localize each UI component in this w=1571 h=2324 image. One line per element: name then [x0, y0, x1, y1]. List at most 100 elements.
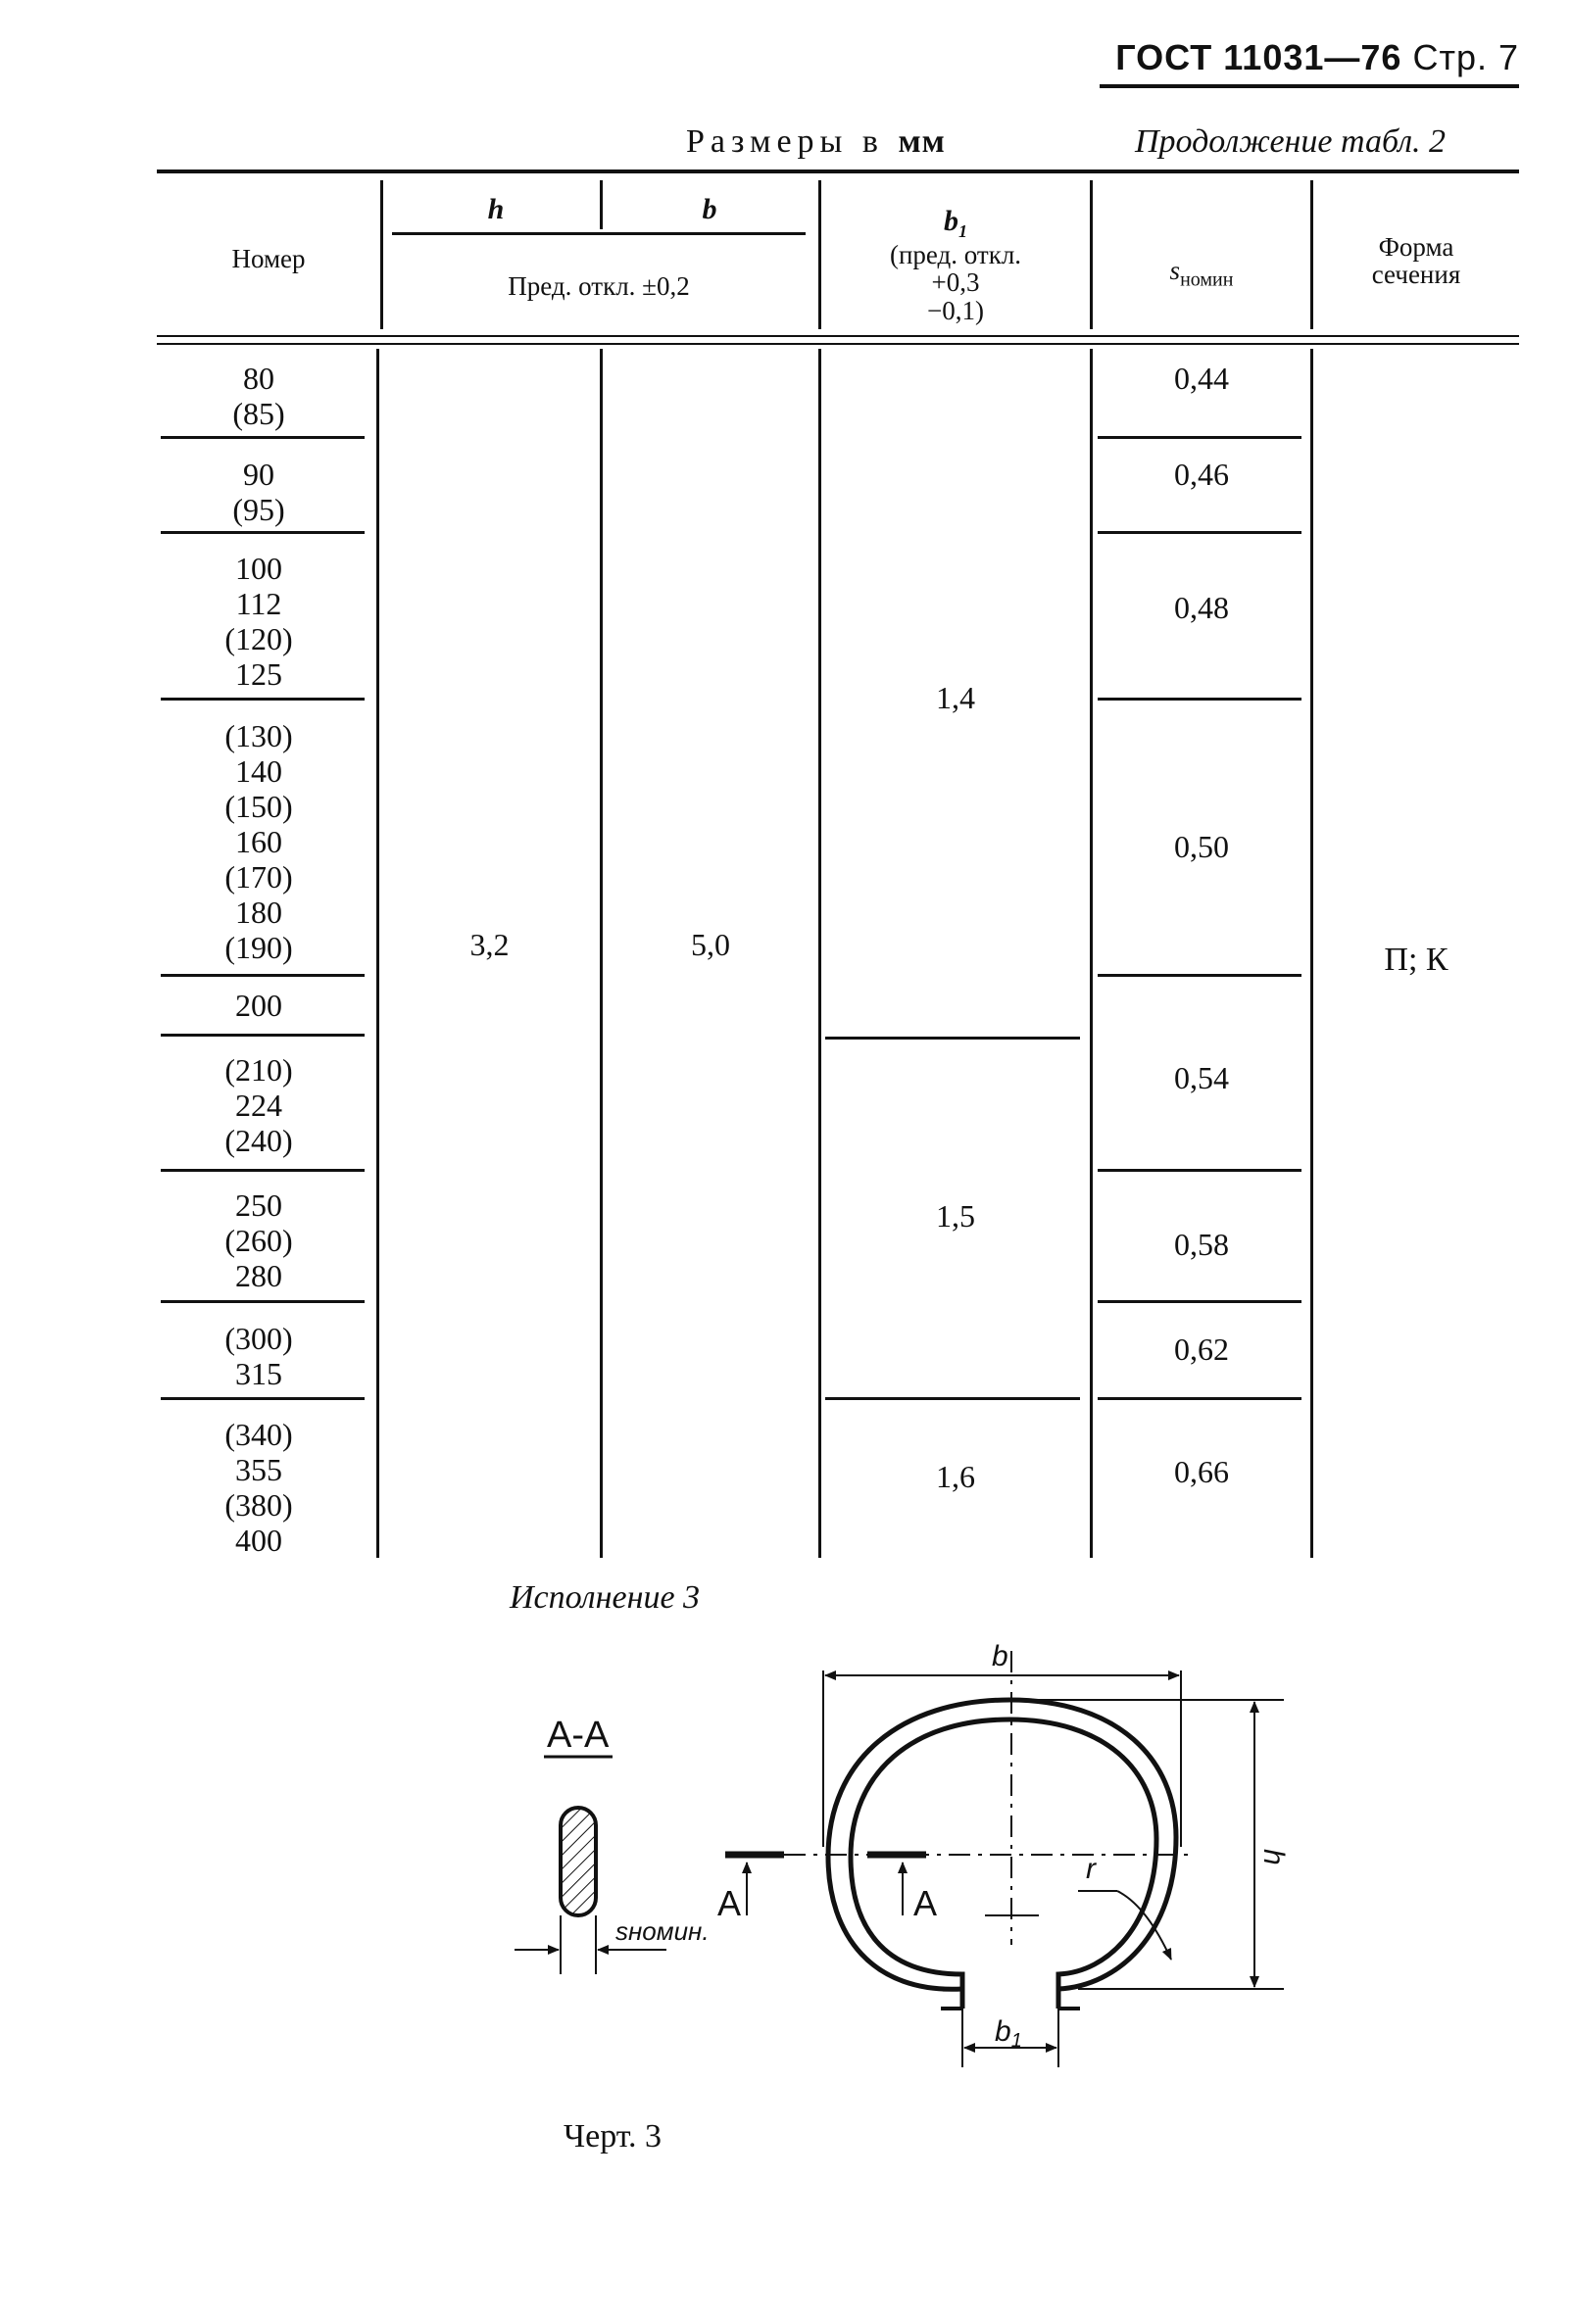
s-nominal-label: sномин.	[615, 1916, 710, 1946]
number-cell: (120)	[224, 621, 293, 656]
b1-sep-1	[825, 1037, 1080, 1040]
col-b1-symbol: b	[944, 205, 958, 237]
number-group-5: 200	[157, 988, 361, 1023]
ring-outer	[825, 1697, 1179, 2009]
header-rule	[1100, 84, 1519, 88]
body-vline-4	[1090, 349, 1093, 1558]
hdr-vline-1	[380, 180, 383, 329]
figure-caption: Черт. 3	[564, 2118, 663, 2155]
num-sep-6	[161, 1169, 365, 1172]
number-group-3: 100 112 (120) 125	[157, 551, 361, 692]
s-value-3: 0,48	[1174, 590, 1229, 625]
b-value: 5,0	[691, 927, 730, 962]
section-shape	[559, 1806, 598, 1917]
s-value-1: 0,44	[1174, 361, 1229, 396]
continuation-note: Продолжение табл. 2	[1135, 123, 1447, 160]
s-value-4: 0,50	[1174, 829, 1229, 864]
s-value-7: 0,62	[1174, 1331, 1229, 1367]
number-cell: (85)	[232, 396, 285, 431]
number-cell: 250	[235, 1187, 282, 1223]
number-cell: (300)	[224, 1321, 293, 1356]
section-drawing: А-А sномин. А А b h r b1	[515, 1640, 1290, 2067]
col-s-header: sномин	[1093, 257, 1310, 290]
number-cell: 315	[235, 1356, 282, 1391]
col-b1-sub: 1	[958, 221, 967, 241]
number-group-1: 80 (85)	[157, 361, 361, 431]
number-cell: (170)	[224, 859, 293, 895]
s-sep-2	[1098, 531, 1301, 534]
sizes-unit: мм	[898, 123, 946, 160]
s-sep-1	[1098, 436, 1301, 439]
hdr-vline-5	[1310, 180, 1313, 329]
body-vline-5	[1310, 349, 1313, 1558]
num-sep-5	[161, 1034, 365, 1037]
col-b1-tol-2: +0,3	[931, 267, 980, 298]
number-cell: (380)	[224, 1487, 293, 1523]
number-group-4: (130) 140 (150) 160 (170) 180 (190)	[157, 718, 361, 965]
s-sep-3	[1098, 698, 1301, 701]
col-b1-header: b1 (пред. откл. +0,3 −0,1)	[821, 206, 1090, 324]
hdr-vline-2	[600, 180, 603, 229]
s-sep-5	[1098, 1169, 1301, 1172]
number-cell: 160	[235, 824, 282, 859]
number-group-7: 250 (260) 280	[157, 1187, 361, 1293]
col-s-symbol: s	[1169, 256, 1181, 285]
b1-value-3: 1,6	[936, 1459, 975, 1494]
number-cell: 125	[235, 656, 282, 692]
number-cell: (130)	[224, 718, 293, 753]
cut-label-left: А	[717, 1883, 741, 1923]
number-cell: 400	[235, 1523, 282, 1558]
s-sep-4	[1098, 974, 1301, 977]
page-number: Стр. 7	[1412, 37, 1519, 77]
number-cell: 355	[235, 1452, 282, 1487]
number-cell: (240)	[224, 1123, 293, 1158]
b1-value-1: 1,4	[936, 680, 975, 715]
num-sep-8	[161, 1397, 365, 1400]
number-cell: (260)	[224, 1223, 293, 1258]
table-top-rule	[157, 169, 1519, 173]
header-rule-1	[157, 335, 1519, 337]
dim-h-label: h	[1257, 1849, 1290, 1865]
s-value-8: 0,66	[1174, 1454, 1229, 1489]
number-cell: 280	[235, 1258, 282, 1293]
number-cell: (150)	[224, 789, 293, 824]
number-cell: 90	[243, 457, 274, 492]
number-cell: 100	[235, 551, 282, 586]
s-value-5: 0,54	[1174, 1060, 1229, 1095]
dim-b1-label: b1	[995, 2015, 1022, 2052]
b1-value-2: 1,5	[936, 1198, 975, 1234]
number-cell: (340)	[224, 1417, 293, 1452]
h-value: 3,2	[469, 927, 510, 962]
number-group-9: (340) 355 (380) 400	[157, 1417, 361, 1558]
number-cell: 112	[235, 586, 282, 621]
body-vline-3	[818, 349, 821, 1558]
dim-r-label: r	[1086, 1853, 1097, 1885]
number-cell: 224	[235, 1088, 282, 1123]
num-sep-4	[161, 974, 365, 977]
hdr-vline-3	[818, 180, 821, 329]
col-form-line-1: Форма	[1378, 232, 1454, 262]
s-value-6: 0,58	[1174, 1227, 1229, 1262]
number-group-6: (210) 224 (240)	[157, 1052, 361, 1158]
col-b-header: b	[702, 193, 717, 225]
number-cell: (95)	[232, 492, 285, 527]
sizes-prefix: Размеры в	[686, 123, 884, 160]
number-cell: 180	[235, 895, 282, 930]
page-header: ГОСТ 11031—76 Стр. 7	[1098, 37, 1519, 78]
hdr-vline-4	[1090, 180, 1093, 329]
num-sep-7	[161, 1300, 365, 1303]
body-vline-1	[376, 349, 379, 1558]
number-cell: (210)	[224, 1052, 293, 1088]
number-group-2: 90 (95)	[157, 457, 361, 527]
col-form-line-2: сечения	[1371, 260, 1461, 290]
col-number-header: Номер	[231, 244, 306, 273]
figure-title: Исполнение 3	[510, 1579, 701, 1616]
number-cell: 80	[243, 361, 274, 396]
num-sep-2	[161, 531, 365, 534]
number-cell: (190)	[224, 930, 293, 965]
s-sep-7	[1098, 1397, 1301, 1400]
sizes-note: Размеры в мм	[686, 123, 946, 161]
col-b1-tol-1: (пред. откл.	[889, 239, 1022, 269]
form-value: П; К	[1384, 942, 1448, 978]
s-value-2: 0,46	[1174, 457, 1229, 492]
